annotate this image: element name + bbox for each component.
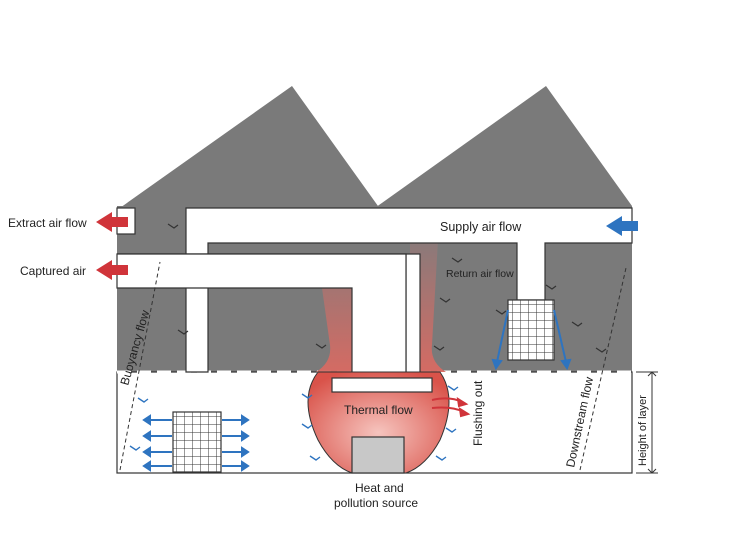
extract-air-label: Extract air flow: [8, 216, 87, 230]
hood-mouth: [331, 377, 433, 393]
supply-air-label: Supply air flow: [440, 220, 522, 234]
source-label-line1: Heat and: [355, 481, 404, 495]
supply-arrow-icon: [606, 216, 638, 236]
extract-arrow-icon: [96, 212, 128, 232]
diffuser-right-arrows: [491, 309, 572, 371]
layer-height-dimension: [636, 371, 658, 474]
source-label-line2: pollution source: [334, 496, 418, 510]
roof-right: [372, 86, 632, 210]
buoyancy-guide: [119, 261, 161, 471]
captured-arrow-icon: [96, 260, 128, 280]
heat-source: [351, 436, 405, 474]
captured-air-label: Captured air: [20, 264, 86, 278]
airflow-flags-blue: [129, 385, 459, 461]
roof-left: [117, 86, 378, 210]
diffuser-left-arrows: [142, 414, 250, 472]
flushing-arrows: [431, 397, 471, 418]
diffuser-right: [507, 299, 555, 361]
airflow-flags: [167, 223, 607, 353]
layer-height-label: Height of layer: [637, 395, 649, 466]
thermal-flow-label: Thermal flow: [344, 403, 413, 417]
flushing-out-label: Flushing out: [471, 380, 485, 446]
diffuser-left: [172, 411, 222, 473]
return-air-label: Return air flow: [446, 268, 514, 280]
